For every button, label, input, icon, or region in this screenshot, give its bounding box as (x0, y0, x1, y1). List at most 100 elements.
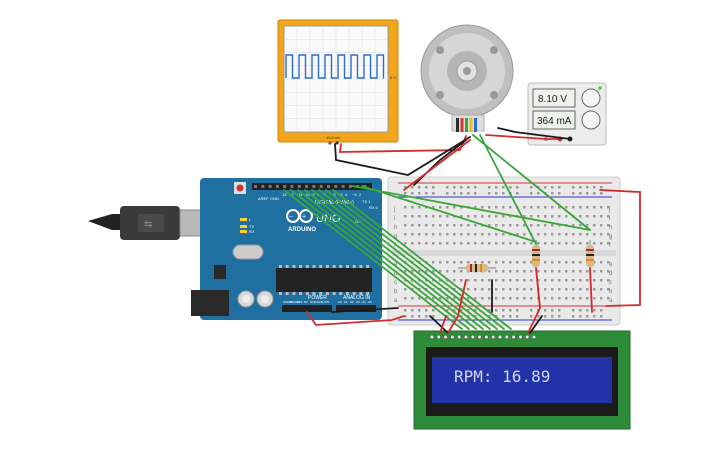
rail-hole[interactable] (404, 309, 407, 312)
breadboard-hole[interactable] (565, 279, 568, 282)
breadboard-hole[interactable] (537, 270, 540, 273)
breadboard-hole[interactable] (432, 215, 435, 218)
rail-hole[interactable] (551, 315, 554, 318)
breadboard-hole[interactable] (523, 233, 526, 236)
breadboard-hole[interactable] (488, 233, 491, 236)
rail-hole[interactable] (600, 186, 603, 189)
breadboard-hole[interactable] (404, 215, 407, 218)
breadboard-hole[interactable] (551, 261, 554, 264)
rail-hole[interactable] (474, 186, 477, 189)
breadboard-hole[interactable] (523, 215, 526, 218)
breadboard-hole[interactable] (544, 279, 547, 282)
breadboard-hole[interactable] (404, 206, 407, 209)
breadboard-hole[interactable] (418, 224, 421, 227)
red-wire[interactable] (306, 311, 405, 326)
rail-hole[interactable] (579, 186, 582, 189)
breadboard-hole[interactable] (558, 224, 561, 227)
rail-hole[interactable] (586, 192, 589, 195)
breadboard-hole[interactable] (586, 233, 589, 236)
breadboard-hole[interactable] (404, 233, 407, 236)
power-jack[interactable] (191, 290, 229, 316)
rail-hole[interactable] (404, 192, 407, 195)
breadboard-hole[interactable] (523, 288, 526, 291)
rail-hole[interactable] (600, 315, 603, 318)
rail-hole[interactable] (516, 315, 519, 318)
breadboard-hole[interactable] (544, 224, 547, 227)
rail-hole[interactable] (446, 192, 449, 195)
breadboard-hole[interactable] (551, 242, 554, 245)
green-wire[interactable] (290, 189, 470, 330)
rail-hole[interactable] (467, 186, 470, 189)
breadboard-hole[interactable] (439, 261, 442, 264)
breadboard-hole[interactable] (579, 242, 582, 245)
breadboard-hole[interactable] (558, 215, 561, 218)
breadboard-hole[interactable] (432, 233, 435, 236)
breadboard-hole[interactable] (537, 215, 540, 218)
digital-pin[interactable] (312, 185, 316, 188)
breadboard-hole[interactable] (530, 288, 533, 291)
breadboard-hole[interactable] (579, 270, 582, 273)
green-wire[interactable] (325, 189, 505, 330)
breadboard-hole[interactable] (593, 206, 596, 209)
breadboard-hole[interactable] (544, 242, 547, 245)
breadboard-hole[interactable] (530, 242, 533, 245)
breadboard-hole[interactable] (432, 261, 435, 264)
breadboard-hole[interactable] (453, 270, 456, 273)
rail-hole[interactable] (446, 186, 449, 189)
breadboard-hole[interactable] (572, 297, 575, 300)
motor-lead[interactable] (465, 118, 468, 132)
rail-hole[interactable] (488, 192, 491, 195)
breadboard-hole[interactable] (432, 206, 435, 209)
breadboard-hole[interactable] (432, 270, 435, 273)
breadboard-hole[interactable] (411, 270, 414, 273)
breadboard-hole[interactable] (488, 242, 491, 245)
digital-pin[interactable] (254, 185, 257, 188)
rail-hole[interactable] (453, 192, 456, 195)
breadboard-hole[interactable] (537, 279, 540, 282)
breadboard-hole[interactable] (418, 270, 421, 273)
breadboard-hole[interactable] (495, 215, 498, 218)
breadboard-hole[interactable] (607, 297, 610, 300)
rail-hole[interactable] (530, 315, 533, 318)
rail-hole[interactable] (544, 186, 547, 189)
breadboard-hole[interactable] (579, 261, 582, 264)
breadboard-hole[interactable] (425, 242, 428, 245)
breadboard-hole[interactable] (481, 206, 484, 209)
breadboard-hole[interactable] (544, 233, 547, 236)
breadboard-hole[interactable] (474, 233, 477, 236)
rail-hole[interactable] (488, 315, 491, 318)
lcd-pin[interactable] (436, 334, 441, 340)
breadboard-hole[interactable] (460, 224, 463, 227)
breadboard-hole[interactable] (411, 224, 414, 227)
rail-hole[interactable] (572, 186, 575, 189)
lcd-pin[interactable] (470, 334, 475, 340)
breadboard-hole[interactable] (460, 206, 463, 209)
breadboard-hole[interactable] (509, 224, 512, 227)
breadboard-hole[interactable] (600, 233, 603, 236)
rail-hole[interactable] (474, 309, 477, 312)
breadboard-hole[interactable] (418, 297, 421, 300)
breadboard-hole[interactable] (593, 261, 596, 264)
breadboard-hole[interactable] (516, 233, 519, 236)
rail-hole[interactable] (495, 192, 498, 195)
breadboard-hole[interactable] (467, 297, 470, 300)
rail-hole[interactable] (425, 192, 428, 195)
breadboard-hole[interactable] (558, 233, 561, 236)
breadboard-hole[interactable] (467, 279, 470, 282)
breadboard-hole[interactable] (481, 242, 484, 245)
lcd-pin[interactable] (443, 334, 448, 340)
breadboard-hole[interactable] (558, 297, 561, 300)
breadboard-hole[interactable] (516, 242, 519, 245)
rail-hole[interactable] (516, 309, 519, 312)
breadboard-hole[interactable] (558, 288, 561, 291)
resistor-vertical-2[interactable] (586, 240, 594, 272)
breadboard-hole[interactable] (509, 270, 512, 273)
breadboard-hole[interactable] (544, 288, 547, 291)
breadboard-hole[interactable] (481, 215, 484, 218)
rail-hole[interactable] (593, 186, 596, 189)
green-wire[interactable] (304, 189, 484, 330)
lcd-16x2[interactable]: RPM: 16.89 (413, 330, 631, 430)
digital-pin[interactable] (334, 185, 338, 188)
rail-hole[interactable] (593, 315, 596, 318)
red-wire[interactable] (485, 134, 561, 140)
